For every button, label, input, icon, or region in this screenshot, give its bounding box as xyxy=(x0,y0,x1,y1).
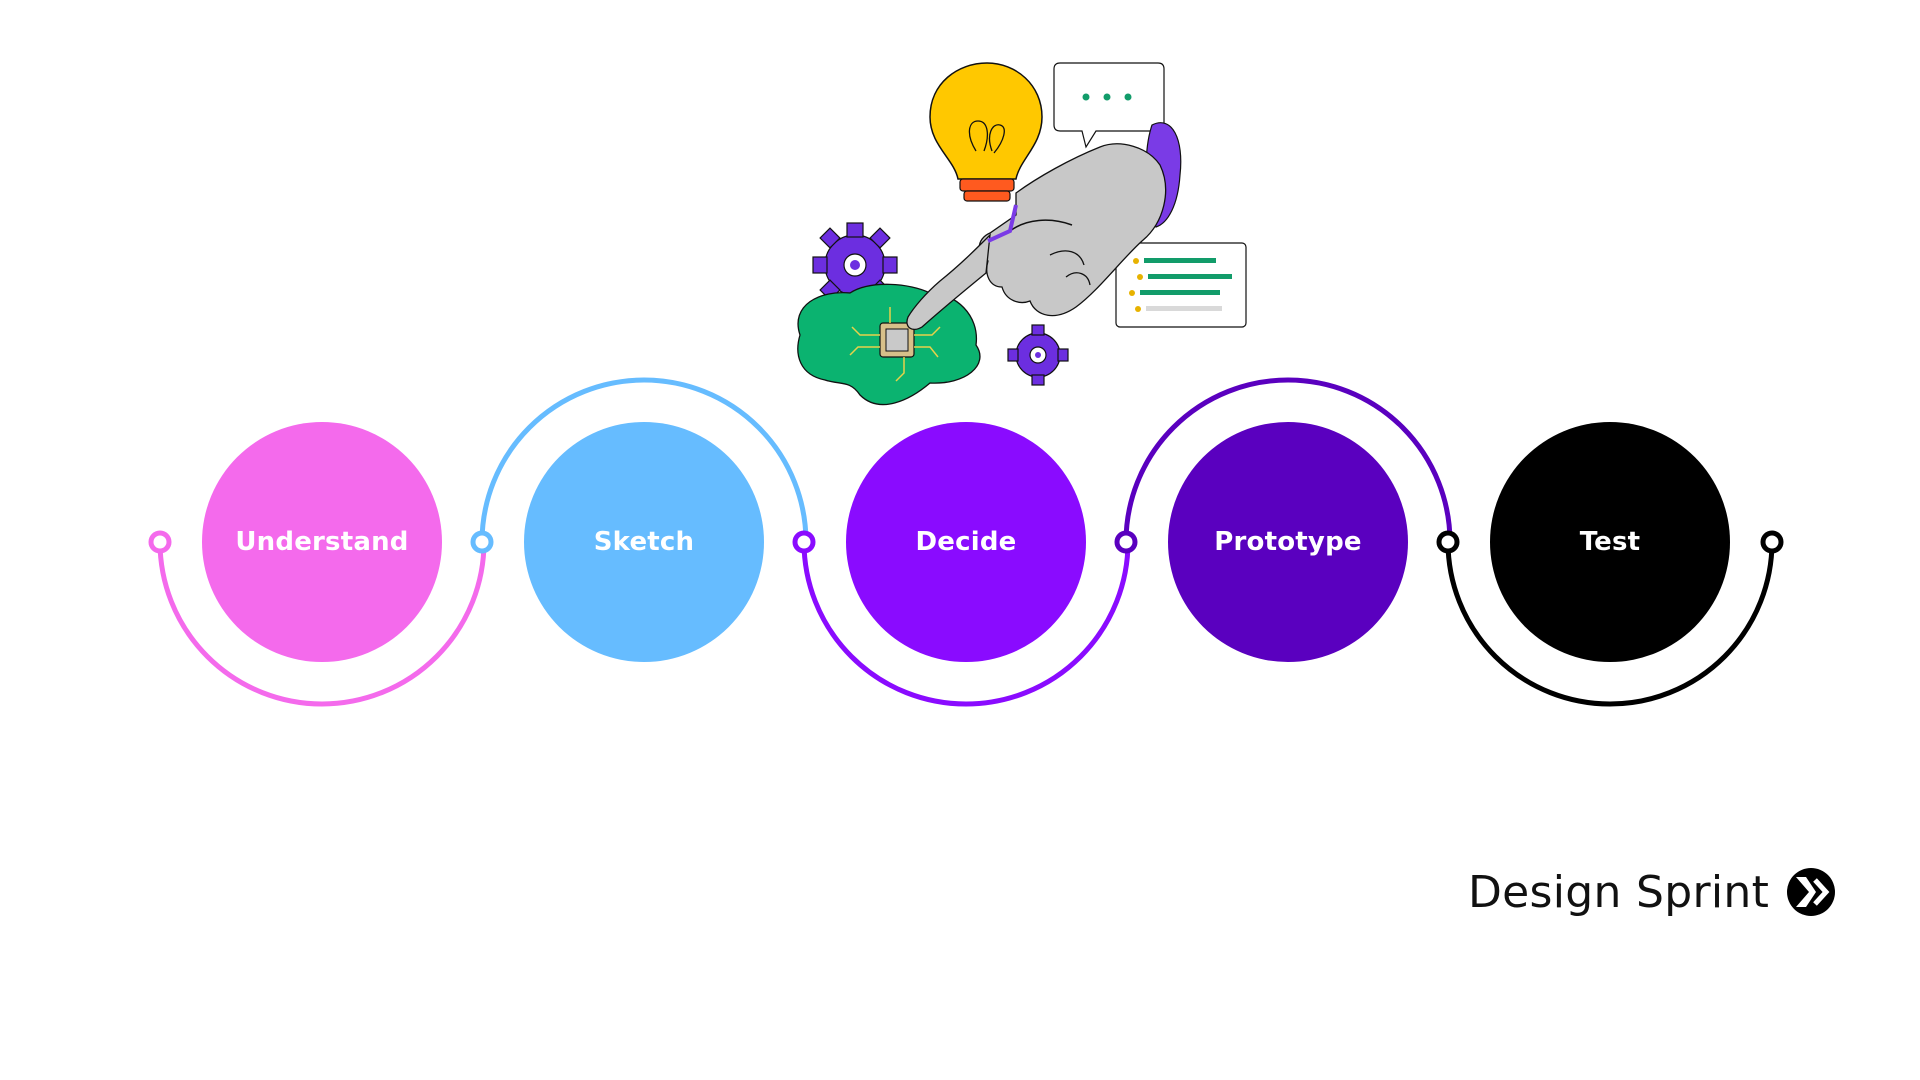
connector-node-5 xyxy=(1436,530,1460,554)
step-label: Prototype xyxy=(1214,527,1362,557)
brand-name: Design Sprint xyxy=(1468,866,1770,918)
robot-hand-illustration xyxy=(797,62,1247,406)
connector-arc-2 xyxy=(479,377,809,543)
connector-arc-5 xyxy=(1445,541,1775,707)
speech-bubble-icon xyxy=(1053,62,1165,149)
gear-icon xyxy=(1007,324,1069,386)
step-understand: Understand xyxy=(202,422,442,662)
checklist-card-icon xyxy=(1115,242,1247,328)
lightbulb-icon xyxy=(929,62,1043,202)
connector-node-2 xyxy=(470,530,494,554)
connector-arc-1 xyxy=(157,541,487,707)
robot-hand-icon xyxy=(906,122,1182,331)
step-label: Understand xyxy=(235,527,409,557)
step-decide: Decide xyxy=(846,422,1086,662)
step-label: Sketch xyxy=(593,527,695,557)
sprint-logo-icon xyxy=(1787,868,1836,916)
connector-arc-3 xyxy=(801,541,1131,707)
connector-node-end xyxy=(1760,530,1784,554)
step-prototype: Prototype xyxy=(1168,422,1408,662)
connector-arc-4 xyxy=(1123,377,1453,543)
step-test: Test xyxy=(1490,422,1730,662)
step-label: Test xyxy=(1579,527,1641,557)
step-label: Decide xyxy=(915,527,1017,557)
connector-node-1 xyxy=(148,530,172,554)
connector-node-4 xyxy=(1114,530,1138,554)
design-sprint-logo: Design Sprint xyxy=(1468,862,1837,922)
step-sketch: Sketch xyxy=(524,422,764,662)
connector-node-3 xyxy=(792,530,816,554)
